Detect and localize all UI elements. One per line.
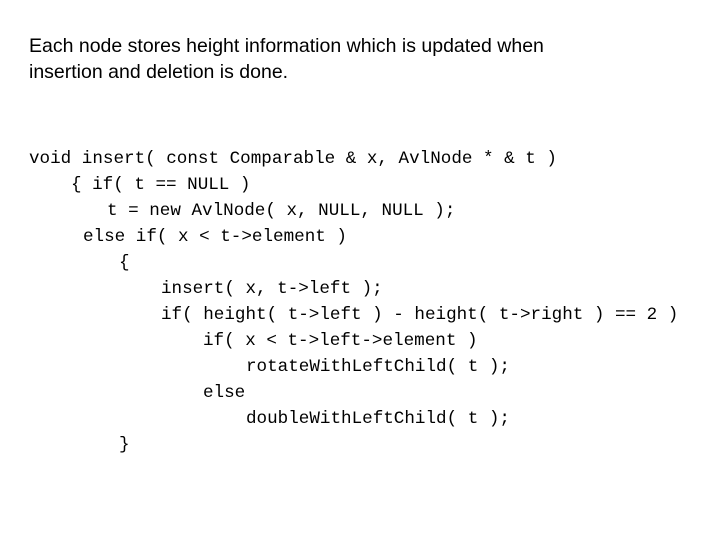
code-line: else if( x < t->element ) — [83, 227, 347, 247]
code-line: { if( t == NULL ) — [71, 175, 251, 195]
code-line: } — [119, 435, 130, 455]
slide-heading: Each node stores height information whic… — [29, 33, 679, 85]
heading-line-2: insertion and deletion is done. — [29, 61, 289, 83]
code-line: t = new AvlNode( x, NULL, NULL ); — [107, 201, 456, 221]
heading-line-1: Each node stores height information whic… — [29, 35, 544, 57]
code-block: void insert( const Comparable & x, AvlNo… — [0, 146, 720, 458]
code-line: else — [203, 383, 246, 403]
code-line: { — [119, 253, 130, 273]
code-line: if( x < t->left->element ) — [203, 331, 478, 351]
code-line: insert( x, t->left ); — [161, 279, 383, 299]
code-line: rotateWithLeftChild( t ); — [246, 357, 510, 377]
code-line: if( height( t->left ) - height( t->right… — [161, 305, 679, 325]
code-line: void insert( const Comparable & x, AvlNo… — [29, 149, 557, 169]
code-line: doubleWithLeftChild( t ); — [246, 409, 510, 429]
